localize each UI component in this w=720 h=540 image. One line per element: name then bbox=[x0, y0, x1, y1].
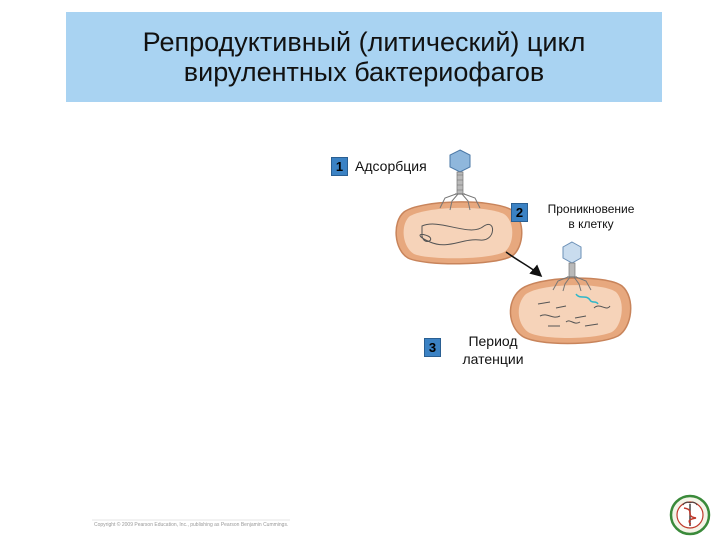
step-3-label: Период латенции bbox=[450, 332, 536, 368]
medical-caduceus-emblem-icon bbox=[669, 494, 711, 536]
step-2-label-line-2: в клетку bbox=[568, 217, 614, 231]
title-band: Репродуктивный (литический) цикл вирулен… bbox=[66, 12, 662, 102]
bacteriophage-1-icon bbox=[439, 149, 481, 211]
page-title-line-2: вирулентных бактериофагов bbox=[183, 57, 545, 87]
step-3-badge: 3 bbox=[424, 338, 441, 357]
transition-arrow bbox=[505, 251, 543, 277]
step-3-label-line-2: латенции bbox=[462, 351, 524, 367]
copyright-text: Copyright © 2009 Pearson Education, Inc.… bbox=[94, 522, 289, 528]
bacteriophage-2-icon bbox=[552, 241, 592, 292]
bacterial-cell-1 bbox=[395, 201, 523, 265]
bacterial-cell-2 bbox=[509, 277, 632, 345]
step-1-label: Адсорбция bbox=[355, 158, 427, 174]
page-title-line-1: Репродуктивный (литический) цикл bbox=[142, 27, 586, 57]
step-3-label-line-1: Период bbox=[468, 333, 518, 349]
step-1-badge: 1 bbox=[331, 157, 348, 176]
step-2-label-line-1: Проникновение bbox=[547, 202, 635, 216]
step-2-badge: 2 bbox=[511, 203, 528, 222]
step-2-label: Проникновение в клетку bbox=[532, 202, 650, 232]
